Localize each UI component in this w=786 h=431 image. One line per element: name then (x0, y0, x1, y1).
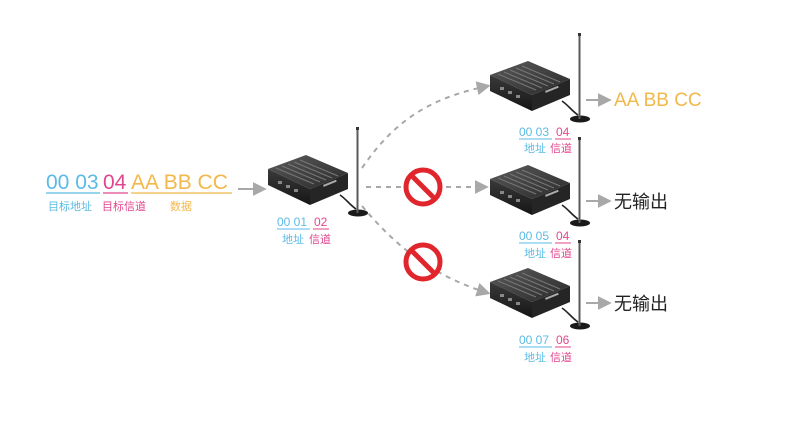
input-channel: 04 (103, 171, 127, 194)
receiver-3-channel: 06 (556, 333, 570, 347)
receiver-3-address: 00 07 (519, 333, 549, 347)
source-address-label: 地址 (282, 232, 304, 246)
receiver-1-channel: 04 (556, 125, 570, 139)
receiver-2-channel: 04 (556, 229, 570, 243)
input-data-label: 数据 (170, 199, 192, 213)
input-address: 00 03 (46, 171, 99, 194)
radio-modem-icon (267, 126, 369, 218)
receiver-2-output: 无输出 (614, 192, 668, 212)
link-to-receiver-1 (361, 81, 491, 169)
receiver-3-channel-label: 信道 (550, 350, 572, 364)
input-data: AA BB CC (131, 171, 228, 194)
radio-modem-icon (489, 32, 591, 124)
source-device: 00 01 02 地址 信道 (267, 126, 369, 246)
receiver-1-output: AA BB CC (614, 90, 702, 111)
receiver-1-address: 00 03 (519, 125, 549, 139)
receiver-3: 00 07 06 地址 信道 无输出 (489, 239, 668, 364)
receiver-1: 00 03 04 地址 信道 AA BB CC (489, 32, 702, 155)
receiver-2-address-label: 地址 (524, 246, 546, 260)
no-entry-icon (406, 170, 440, 204)
input-address-label: 目标地址 (48, 199, 92, 213)
receiver-2: 00 05 04 地址 信道 无输出 (489, 136, 668, 260)
source-channel-label: 信道 (309, 232, 331, 246)
input-packet: 00 03 04 AA BB CC 目标地址 目标信道 数据 (46, 171, 232, 213)
receiver-3-address-label: 地址 (524, 350, 546, 364)
source-address: 00 01 (277, 215, 307, 229)
no-entry-icon (406, 245, 440, 279)
receiver-2-address: 00 05 (519, 229, 549, 243)
receiver-1-address-label: 地址 (524, 141, 546, 155)
input-channel-label: 目标信道 (102, 199, 146, 213)
source-channel: 02 (314, 215, 328, 229)
receiver-3-output: 无输出 (614, 294, 668, 314)
receiver-1-channel-label: 信道 (550, 141, 572, 155)
receiver-2-channel-label: 信道 (550, 246, 572, 260)
